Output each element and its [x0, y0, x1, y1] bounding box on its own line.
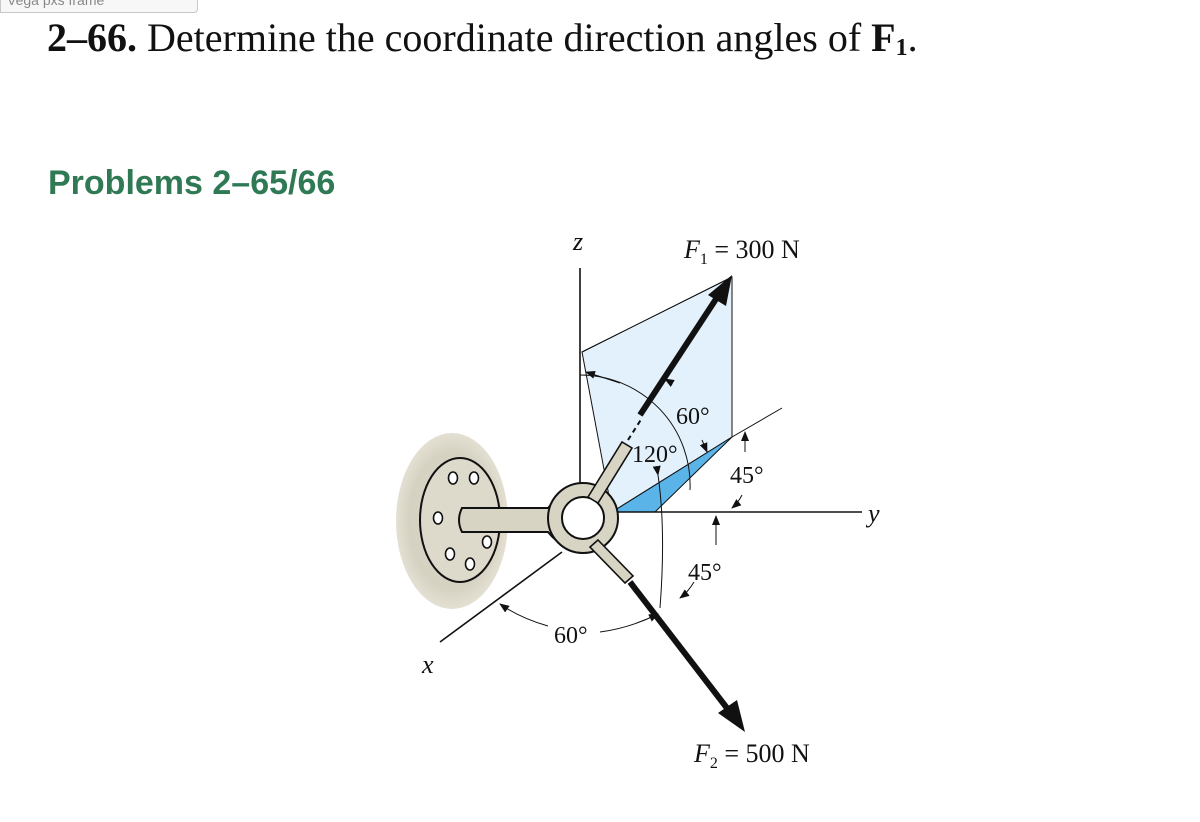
f1-arrow	[637, 294, 721, 417]
section-heading: Problems 2–65/66	[48, 164, 336, 202]
arc-45-lower-b	[679, 581, 695, 599]
f2-arrowhead	[718, 700, 745, 732]
arc-45-upper-b	[731, 494, 743, 509]
cable-f2	[588, 538, 635, 585]
arc-120-ext	[652, 465, 664, 609]
problem-end: .	[907, 15, 918, 60]
f1-dashed-line	[627, 417, 643, 441]
f1-subscript: 1	[700, 251, 708, 268]
top-tab: Vega pxs frame	[0, 0, 198, 13]
problem-vector: F	[871, 15, 896, 60]
arc-60-top-b	[699, 439, 708, 453]
angle-60-bottom-label: 60°	[554, 623, 588, 649]
top-tab-label: Vega pxs frame	[7, 0, 105, 8]
arc-60-top	[664, 378, 675, 387]
problem-statement: 2–66. Determine the coordinate direction…	[47, 14, 918, 72]
x-axis-label: x	[421, 650, 434, 679]
problem-number: 2–66.	[47, 15, 137, 60]
arc-120-top	[585, 370, 621, 384]
angle-45-upper-label: 45°	[730, 463, 764, 489]
x-axis	[439, 551, 563, 643]
y-axis-label: y	[865, 499, 880, 528]
arc-60-bottom-a	[499, 603, 549, 627]
projection-line	[731, 407, 783, 438]
problem-vector-subscript: 1	[895, 35, 908, 61]
f1-symbol: F	[683, 235, 701, 264]
z-axis-label: z	[572, 227, 583, 256]
cable-f1	[586, 440, 634, 505]
f2-symbol: F	[693, 739, 711, 768]
angle-120-label: 120°	[632, 442, 678, 468]
plane-top-edge	[581, 276, 733, 353]
f2-label: F2 = 500 N	[693, 739, 810, 772]
angle-60-top-label: 60°	[676, 404, 710, 430]
f1-label: F1 = 300 N	[683, 235, 800, 268]
f1-arrowhead	[708, 275, 732, 306]
f2-value: = 500 N	[718, 739, 810, 768]
arc-60-bottom-b	[599, 613, 659, 633]
problem-text: Determine the coordinate direction angle…	[137, 15, 872, 60]
angle-45-lower-label: 45°	[688, 560, 722, 586]
f2-subscript: 2	[710, 755, 718, 772]
plate-bolts	[432, 471, 493, 571]
f1-value: = 300 N	[708, 235, 800, 264]
ring-hole	[561, 496, 605, 540]
f2-arrow	[627, 580, 733, 714]
